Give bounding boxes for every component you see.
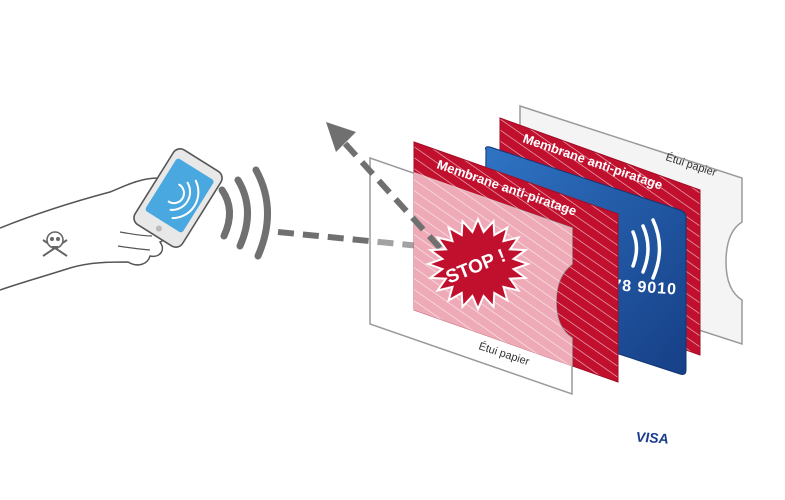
starburst-icon	[425, 216, 531, 312]
arrow-head-icon	[326, 122, 356, 152]
card-number-fragment: 78 9010	[612, 277, 678, 298]
smartphone-icon	[133, 148, 223, 248]
skull-crossbones-icon	[42, 231, 68, 257]
card-contactless-icon	[631, 218, 662, 280]
phone-signal-icon	[167, 179, 200, 220]
card-brand-label: VISA	[636, 428, 669, 446]
stop-badge: STOP !	[425, 216, 531, 312]
contactless-waves-icon	[218, 166, 271, 260]
visa-logo: VISA	[632, 374, 676, 447]
reflected-signal-arrow	[326, 122, 443, 251]
signal-dashed-line	[277, 229, 441, 251]
hand-icon	[0, 177, 170, 291]
